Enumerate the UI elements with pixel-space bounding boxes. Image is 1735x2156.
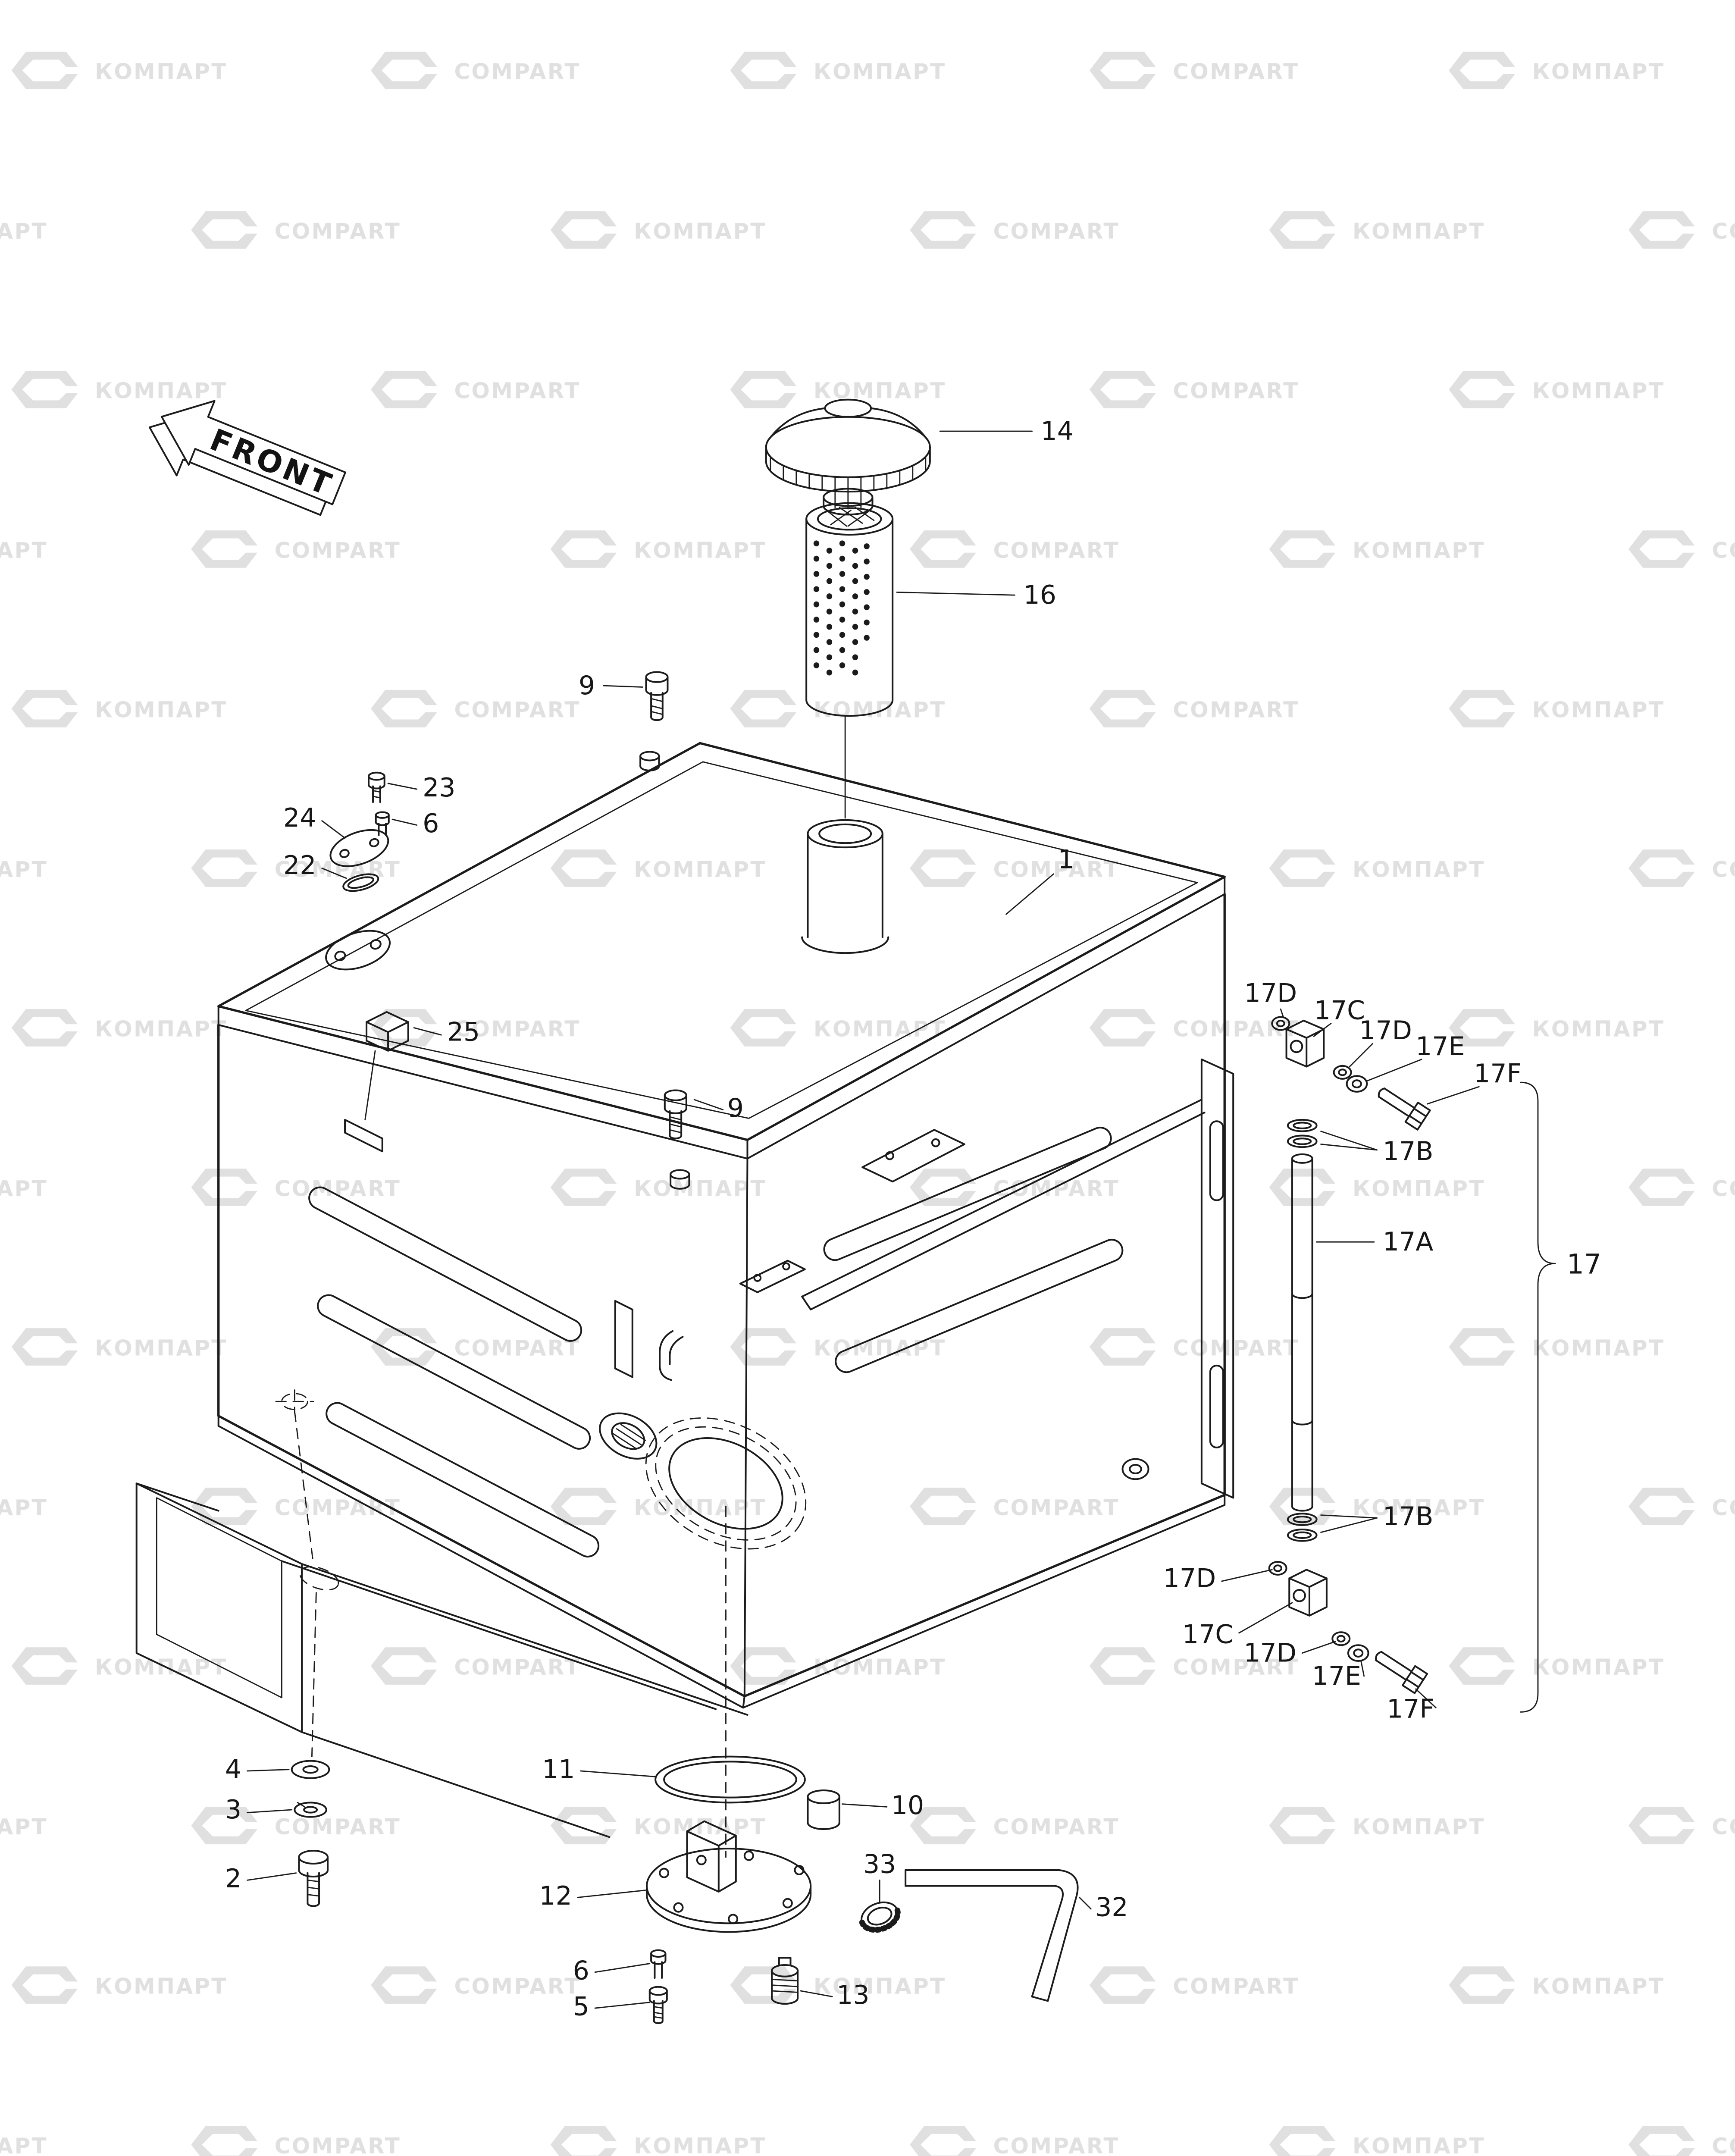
- callout-17f-2: 17F: [1387, 1694, 1434, 1724]
- callout-10: 10: [891, 1790, 924, 1821]
- washer-part-3: [294, 1802, 327, 1818]
- callout-4: 4: [225, 1755, 241, 1785]
- callout-17e-1: 17E: [1416, 1031, 1465, 1062]
- filler-cap-part-14: [765, 398, 931, 516]
- callout-17d-2: 17D: [1359, 1015, 1412, 1046]
- sender-part-13: [771, 1957, 799, 2005]
- callout-22: 22: [283, 850, 316, 881]
- callout-17b-1: 17B: [1383, 1136, 1434, 1166]
- callout-labels: 14 16 9 23 24 6 22 1 25 9 17D 17C 17D 17…: [225, 416, 1601, 2022]
- callout-5: 5: [573, 1992, 589, 2022]
- breather-part-25: [344, 1011, 409, 1153]
- callout-16: 16: [1024, 580, 1056, 610]
- callout-6-bottom: 6: [573, 1955, 589, 1986]
- callout-32: 32: [1095, 1893, 1128, 1923]
- callout-11: 11: [542, 1755, 575, 1785]
- bolt-part-5: [648, 1986, 668, 2024]
- tank-body-part-1: [217, 742, 1234, 1858]
- bolt-axis-centerline: [275, 1389, 317, 1758]
- callout-17f-1: 17F: [1474, 1059, 1522, 1089]
- callout-17d-3: 17D: [1163, 1563, 1216, 1593]
- bolt-part-6-bottom: [650, 1949, 667, 1979]
- cover-parts-22-23-24: [325, 771, 391, 971]
- callout-17d-4: 17D: [1243, 1638, 1297, 1668]
- callout-9-top: 9: [579, 671, 595, 701]
- o-ring-part-11: [655, 1755, 806, 1804]
- float-part-10: [807, 1789, 840, 1830]
- bolt-part-2: [298, 1850, 329, 1907]
- callout-17c-1: 17C: [1314, 996, 1365, 1026]
- callout-17c-2: 17C: [1182, 1619, 1233, 1649]
- hose-part-32: [905, 1869, 1079, 2002]
- callout-17e-2: 17E: [1312, 1661, 1361, 1691]
- callout-17a: 17A: [1383, 1227, 1433, 1257]
- callout-6-top: 6: [423, 808, 439, 839]
- callout-33: 33: [863, 1849, 896, 1880]
- callout-23: 23: [423, 773, 455, 803]
- callout-14: 14: [1041, 416, 1074, 446]
- filler-neck: [801, 819, 889, 954]
- bolt-part-17F-bottom: [1375, 1651, 1428, 1694]
- sender-port-opening: [645, 1417, 807, 1550]
- level-gauge-group-17: [1268, 1016, 1556, 1713]
- callout-17b-2: 17B: [1383, 1501, 1434, 1532]
- callout-13: 13: [836, 1980, 869, 2010]
- washer-part-4: [291, 1760, 330, 1779]
- front-direction-arrow: FRONT: [148, 400, 346, 516]
- bolt-part-9-mid: [664, 1089, 690, 1190]
- hose-clamp-part-33: [859, 1901, 901, 1933]
- cover-plate-part-12: [646, 1820, 812, 1933]
- callout-9-mid: 9: [727, 1093, 744, 1123]
- callout-12: 12: [539, 1881, 572, 1911]
- callout-17: 17: [1567, 1248, 1602, 1280]
- callout-25: 25: [447, 1017, 480, 1047]
- mounting-channel-frame: [135, 1482, 748, 1838]
- callout-17d-1: 17D: [1244, 978, 1297, 1009]
- bolt-part-9-top: [639, 671, 669, 771]
- callout-3: 3: [225, 1795, 241, 1825]
- strainer-part-16: [805, 502, 894, 819]
- callout-2: 2: [225, 1864, 241, 1894]
- bolt-part-17F-top: [1378, 1087, 1431, 1131]
- callout-24: 24: [283, 803, 316, 833]
- callout-leader-lines: [246, 430, 1480, 2009]
- callout-1: 1: [1058, 844, 1074, 874]
